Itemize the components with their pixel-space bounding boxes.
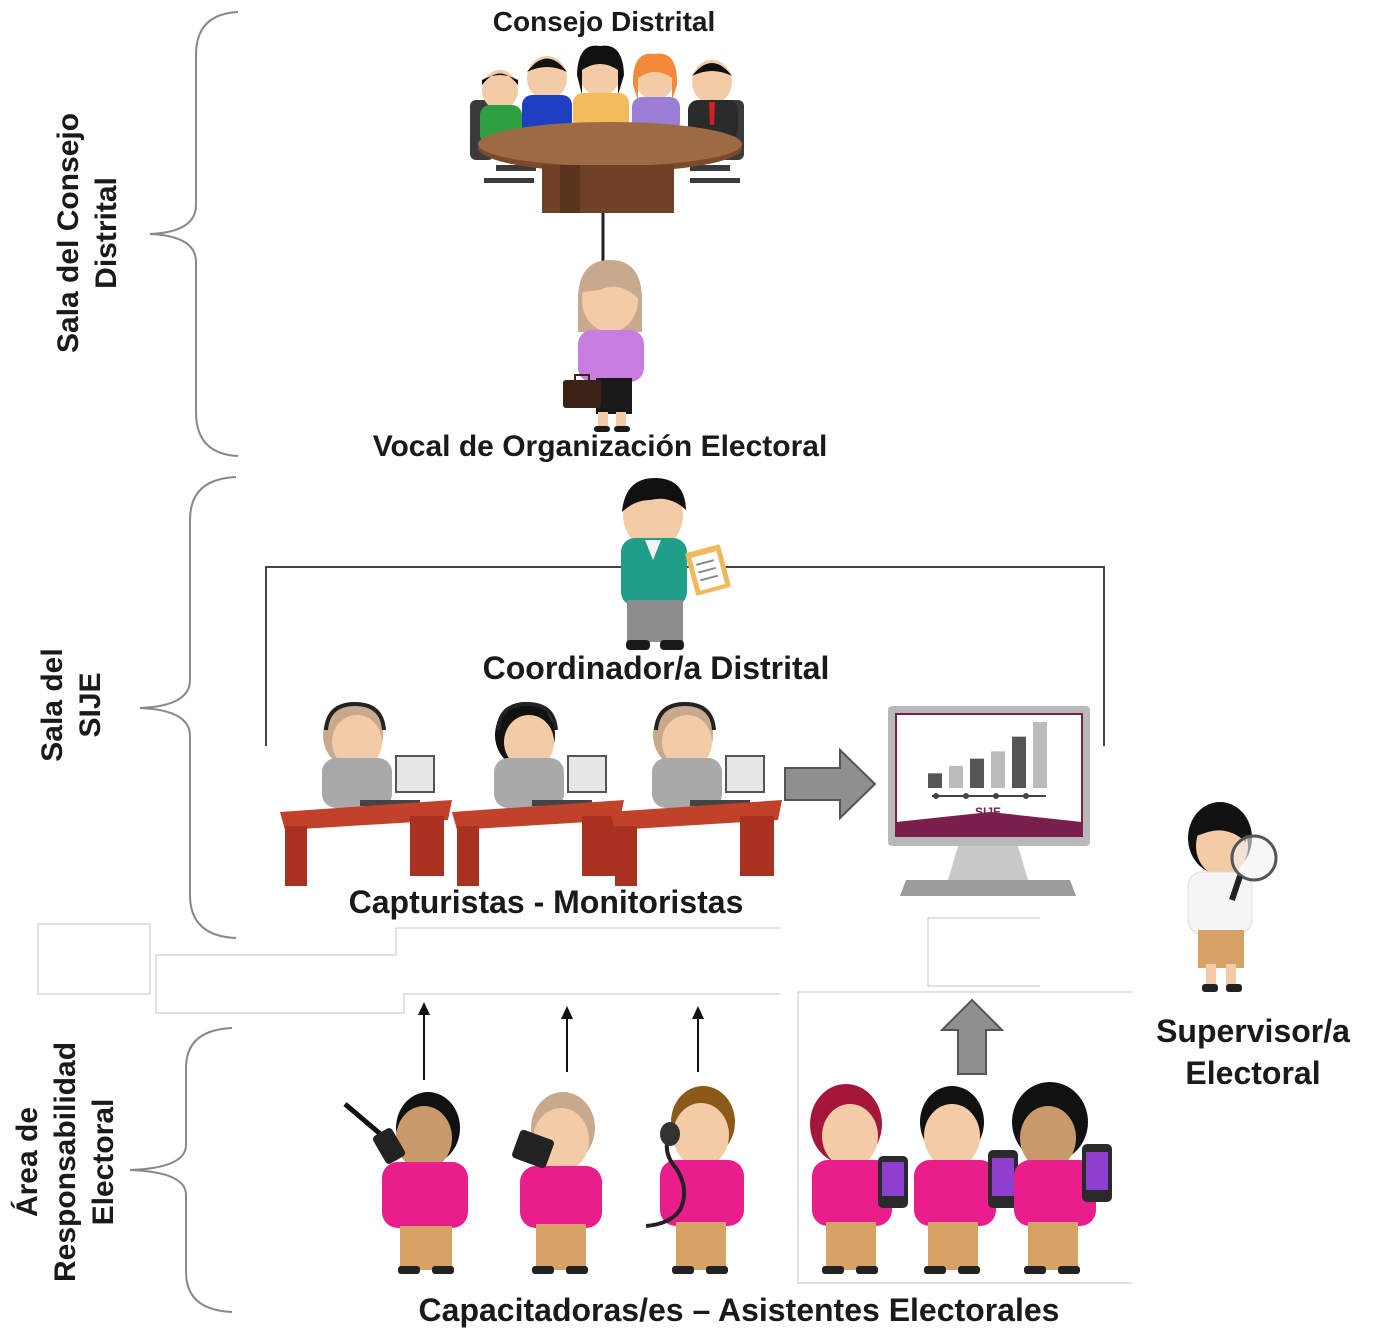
arrow-right-icon [784, 747, 877, 821]
arrow-up-large-icon [939, 998, 1005, 1075]
capacitador-figure [1012, 1082, 1112, 1274]
node-label-line: Supervisor/a [1156, 1013, 1350, 1049]
node-label-vocal-organizacion: Vocal de Organización Electoral [372, 430, 828, 463]
capacitador-figure [512, 1092, 602, 1274]
separator-boxes [37, 917, 1132, 1284]
monitor-bar [991, 751, 1005, 788]
node-label-coordinador: Coordinador/a Distrital [482, 650, 830, 686]
monitor-bar [1033, 722, 1047, 788]
brace-sala-consejo [149, 11, 239, 457]
capacitador-figure [645, 1086, 744, 1274]
capacitador-figure [914, 1086, 1018, 1274]
workstation [452, 701, 624, 886]
sije-monitor-illustration: SIJE [888, 706, 1090, 896]
node-label-capacitadores: Capacitadoras/es – Asistentes Electorale… [418, 1292, 1060, 1328]
node-label-consejo-distrital: Consejo Distrital [492, 6, 716, 37]
monitor-bar [970, 758, 984, 788]
supervisor-illustration [1187, 802, 1278, 992]
arrow-up-icon [692, 1006, 704, 1072]
capturistas-illustration [280, 701, 782, 886]
monitor-bar [928, 773, 942, 788]
capacitador-figure [810, 1084, 908, 1274]
workstation [280, 701, 452, 886]
monitor-bar [1012, 736, 1026, 788]
consejo-distrital-illustration [470, 45, 744, 213]
brace-area [129, 1027, 233, 1313]
monitor-screen-label: SIJE [975, 805, 1001, 819]
monitor-bar [949, 766, 963, 788]
arrow-up-icon [418, 1002, 430, 1080]
node-label-capturistas: Capturistas - Monitoristas [348, 884, 744, 920]
monitor-bar-group [928, 722, 1047, 788]
capacitador-figure [343, 1092, 468, 1274]
node-label-line: Electoral [1185, 1055, 1321, 1091]
workstation [610, 701, 782, 886]
arrow-up-icon [561, 1006, 573, 1072]
coordinador-illustration [621, 478, 731, 650]
brace-sala-sije [139, 476, 237, 939]
node-label-supervisor: Supervisor/a Electoral [1156, 1010, 1350, 1094]
vocal-organizacion-illustration [563, 260, 644, 432]
